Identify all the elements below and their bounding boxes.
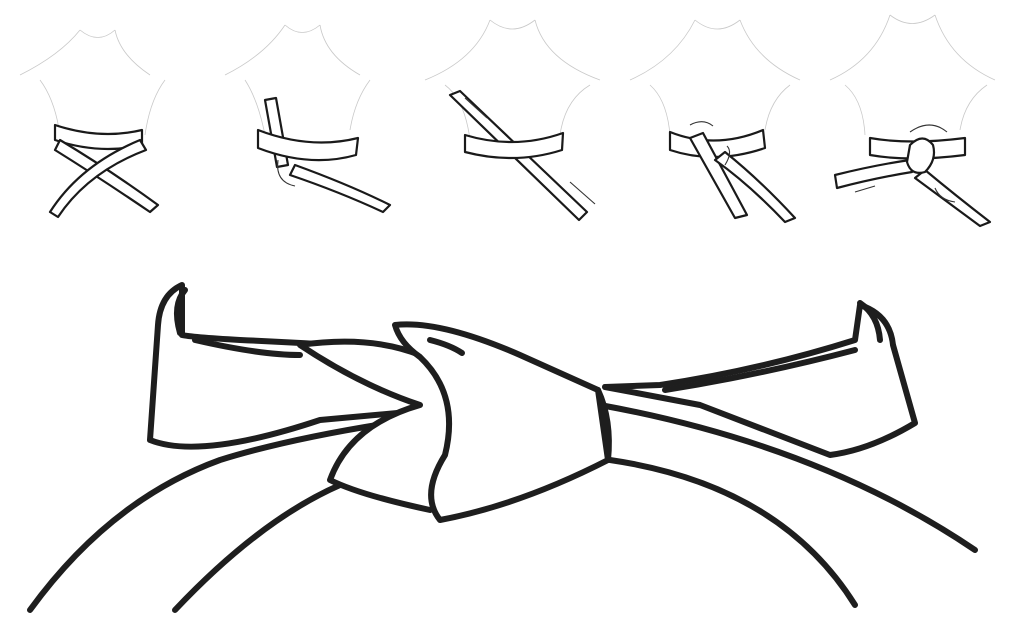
step-4-panel — [615, 0, 815, 245]
step-3-panel — [405, 0, 615, 245]
step-1-drawing — [0, 0, 200, 245]
step-5-drawing — [815, 0, 1009, 245]
step-3-drawing — [405, 0, 615, 245]
knot-detail-panel — [0, 245, 1009, 617]
step-4-drawing — [615, 0, 815, 245]
step-2-panel — [200, 0, 405, 245]
step-1-panel — [0, 0, 200, 245]
step-2-drawing — [200, 0, 405, 245]
knot-detail-drawing — [0, 245, 1009, 617]
step-5-panel — [815, 0, 1009, 245]
